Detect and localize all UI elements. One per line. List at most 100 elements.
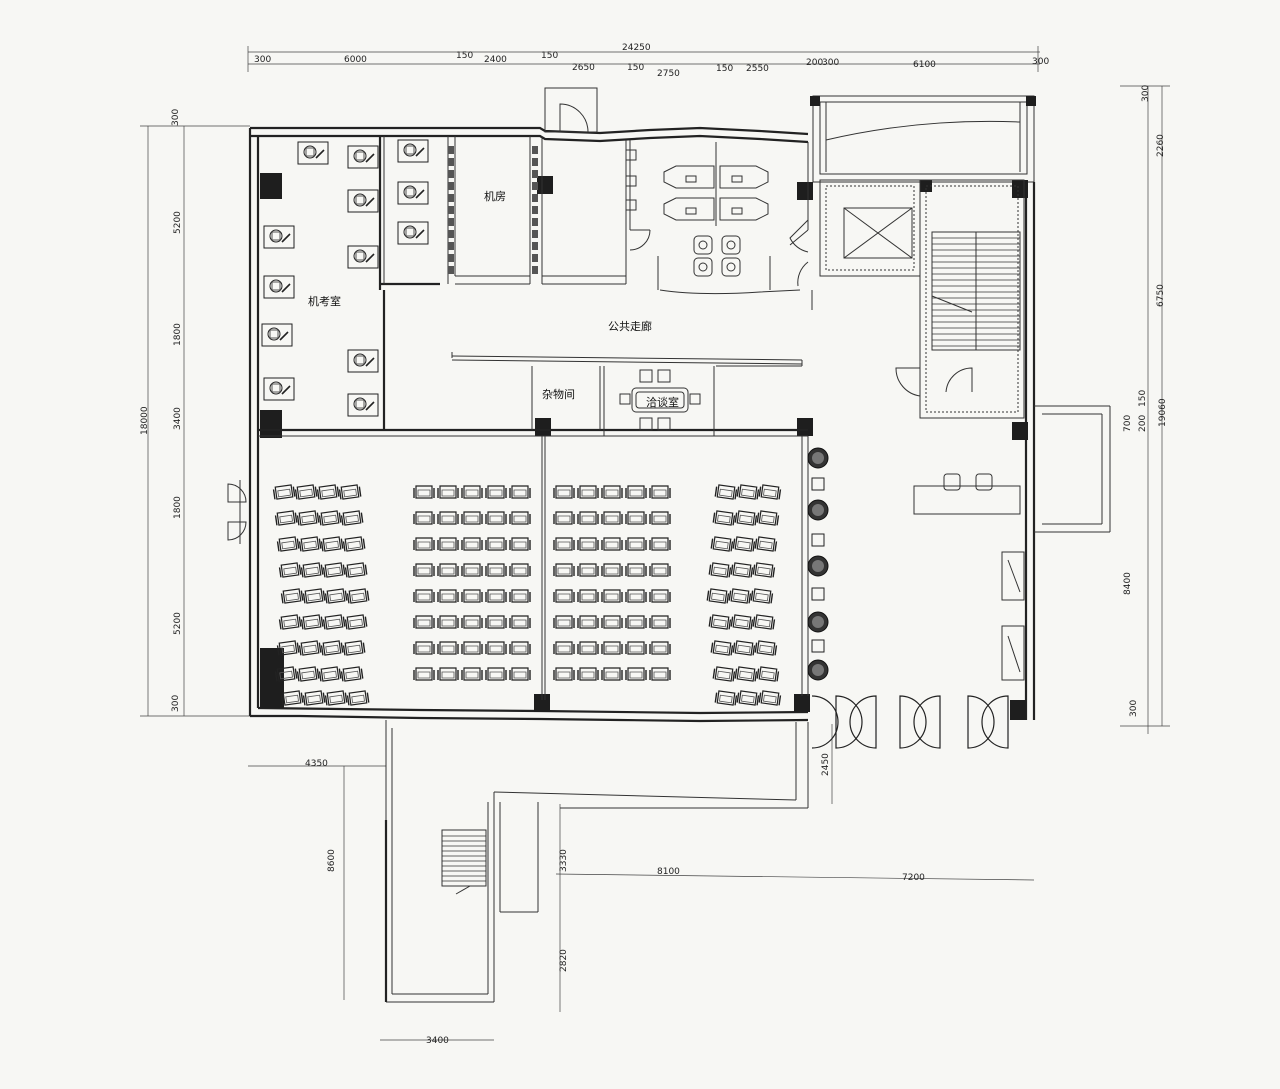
- exam-workstation: [347, 245, 379, 269]
- auditorium-chair: [625, 537, 647, 551]
- exam-workstation: [297, 141, 329, 165]
- machine-room-label: 机房: [484, 189, 506, 203]
- dim-top-5: 150: [541, 51, 558, 61]
- stool: [811, 477, 825, 491]
- auditorium-chair: [509, 563, 531, 577]
- auditorium-chair: [750, 588, 774, 604]
- auditorium-chair: [340, 510, 364, 526]
- auditorium-chair: [280, 588, 304, 604]
- meeting-table: [619, 369, 701, 431]
- auditorium-chair: [485, 563, 507, 577]
- auditorium-chair: [274, 510, 298, 526]
- auditorium-east-seating: [807, 447, 829, 681]
- auditorium-chair: [302, 588, 326, 604]
- auditorium-chair: [300, 562, 324, 578]
- dim-right-5: 700: [1123, 415, 1133, 432]
- auditorium-chair: [280, 690, 304, 706]
- dim-bottom-6: 2450: [821, 753, 831, 776]
- dim-left-2: 5200: [173, 211, 183, 234]
- auditorium-chair: [625, 667, 647, 681]
- auditorium-chair: [461, 615, 483, 629]
- auditorium-chair: [413, 667, 435, 681]
- corridor-label: 公共走廊: [608, 319, 652, 333]
- auditorium-chair: [413, 641, 435, 655]
- auditorium-chair: [754, 640, 778, 656]
- column: [1026, 96, 1036, 106]
- interior-partitions: [258, 136, 813, 700]
- auditorium-chair: [625, 563, 647, 577]
- exam-room-workstations: [261, 139, 429, 417]
- dim-top-1: 300: [254, 55, 271, 65]
- auditorium-chair: [758, 484, 782, 500]
- exam-workstation: [263, 377, 295, 401]
- auditorium-chair: [649, 537, 671, 551]
- auditorium-chair: [274, 666, 298, 682]
- auditorium-chair: [320, 640, 344, 656]
- auditorium-chair: [649, 641, 671, 655]
- auditorium-chair: [413, 615, 435, 629]
- auditorium-chair: [734, 666, 758, 682]
- south-annex: [384, 720, 809, 1003]
- auditorium-seating: [272, 484, 782, 706]
- doors: [227, 87, 1009, 749]
- auditorium-chair: [553, 485, 575, 499]
- north-east-tower: [825, 102, 1021, 172]
- column: [260, 648, 284, 708]
- exam-workstation: [397, 139, 429, 163]
- dim-bottom-1: 4350: [305, 759, 328, 769]
- door-swing: [559, 103, 589, 133]
- auditorium-chair: [732, 536, 756, 552]
- auditorium-chair: [712, 510, 736, 526]
- stool: [811, 587, 825, 601]
- auditorium-chair: [553, 589, 575, 603]
- auditorium-chair: [649, 485, 671, 499]
- auditorium-chair: [577, 615, 599, 629]
- door-swing: [895, 367, 921, 397]
- exam-workstation: [263, 275, 295, 299]
- auditorium-chair: [294, 484, 318, 500]
- exam-workstation: [263, 225, 295, 249]
- auditorium-chair: [712, 666, 736, 682]
- auditorium-chair: [437, 537, 459, 551]
- auditorium-chair: [509, 589, 531, 603]
- auditorium-chair: [461, 563, 483, 577]
- exam-workstation: [347, 349, 379, 373]
- auditorium-chair: [413, 563, 435, 577]
- dim-right-1: 300: [1141, 85, 1151, 102]
- auditorium-chair: [461, 537, 483, 551]
- auditorium-chair: [553, 667, 575, 681]
- auditorium-chair: [342, 640, 366, 656]
- column: [1010, 700, 1026, 720]
- auditorium-chair: [296, 666, 320, 682]
- auditorium-chair: [734, 510, 758, 526]
- column: [794, 694, 810, 712]
- auditorium-chair: [509, 537, 531, 551]
- auditorium-chair: [577, 485, 599, 499]
- auditorium-chair: [756, 666, 780, 682]
- auditorium-chair: [752, 562, 776, 578]
- dim-top-6: 2650: [572, 63, 595, 73]
- column: [797, 418, 813, 436]
- left-dimensions: 18000 300 5200 1800 3400 1800 5200 300: [140, 109, 250, 717]
- auditorium-chair: [322, 562, 346, 578]
- elevator-shaft: [843, 207, 913, 259]
- dim-left-4: 3400: [173, 407, 183, 430]
- auditorium-chair: [509, 641, 531, 655]
- auditorium-chair: [577, 589, 599, 603]
- meeting-room-label: 洽谈室: [646, 395, 679, 409]
- auditorium-chair: [300, 614, 324, 630]
- exterior-walls: [248, 95, 1111, 723]
- dim-top-total: 24250: [622, 43, 651, 53]
- auditorium-chair: [344, 614, 368, 630]
- auditorium-chair: [318, 510, 342, 526]
- auditorium-chair: [485, 589, 507, 603]
- auditorium-chair: [485, 485, 507, 499]
- auditorium-chair: [714, 690, 738, 706]
- auditorium-chair: [320, 536, 344, 552]
- auditorium-chair: [601, 667, 623, 681]
- auditorium-chair: [625, 511, 647, 525]
- exam-workstation: [261, 323, 293, 347]
- elevator-core: [819, 179, 1025, 419]
- column: [535, 418, 551, 436]
- auditorium-chair: [710, 536, 734, 552]
